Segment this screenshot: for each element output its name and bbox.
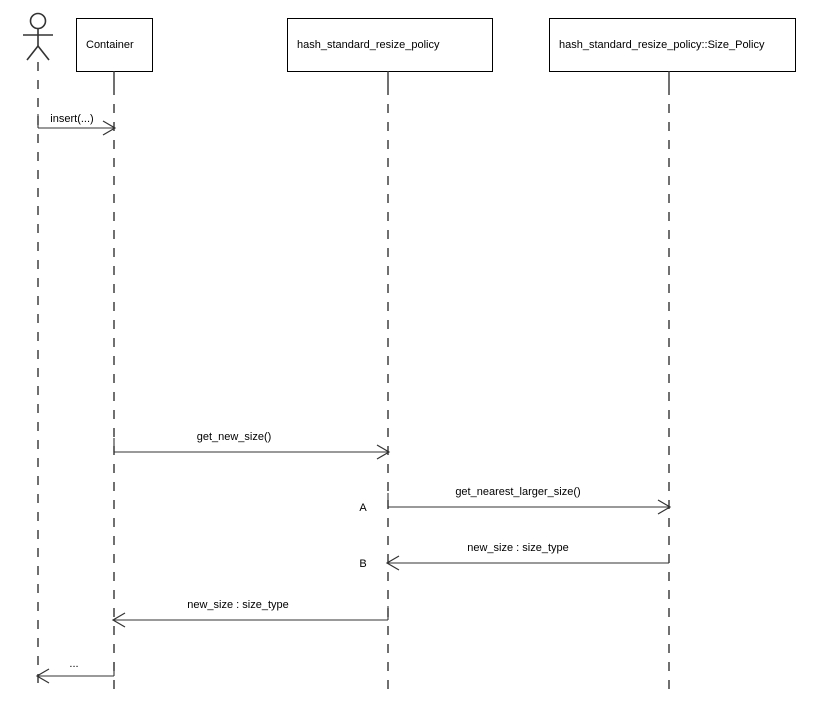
message-insert-label: insert(...)	[50, 113, 93, 125]
message-return-new-size-outer-arrowhead-icon	[111, 612, 126, 628]
participant-box-size-policy[interactable]: hash_standard_resize_policy::Size_Policy	[549, 18, 796, 72]
message-get-nearest-larger-size-arrowhead-icon	[657, 499, 672, 515]
message-marker-a: A	[359, 502, 367, 514]
actor-right-leg-icon	[37, 45, 50, 61]
message-ellipsis-return-arrowhead-icon	[35, 668, 50, 684]
size-policy-box-rect	[549, 18, 796, 72]
actor-head-icon	[29, 12, 47, 30]
message-return-new-size-inner-label: new_size : size_type	[467, 542, 569, 554]
message-insert-arrowhead-icon	[102, 120, 117, 136]
message-return-new-size-inner-arrowhead-icon	[385, 555, 400, 571]
container-box-label: Container	[86, 39, 134, 51]
message-ellipsis-return[interactable]: ...	[35, 658, 115, 684]
message-insert[interactable]: insert(...)	[37, 113, 117, 136]
message-return-new-size-outer-label: new_size : size_type	[187, 599, 289, 611]
message-marker-b: B	[359, 558, 366, 570]
actor-left-leg-icon	[26, 45, 39, 61]
message-get-new-size[interactable]: get_new_size()	[113, 431, 391, 460]
container-box-rect	[76, 18, 153, 72]
message-return-new-size-inner[interactable]: new_size : size_type B	[359, 542, 669, 571]
message-return-new-size-outer[interactable]: new_size : size_type	[111, 599, 389, 628]
resize-policy-box-label: hash_standard_resize_policy	[297, 39, 440, 51]
participant-box-resize-policy[interactable]: hash_standard_resize_policy	[287, 18, 493, 72]
message-ellipsis-return-label: ...	[69, 658, 78, 670]
size-policy-box-label: hash_standard_resize_policy::Size_Policy	[559, 39, 765, 51]
message-get-nearest-larger-size[interactable]: get_nearest_larger_size() A	[359, 486, 672, 515]
participant-box-container[interactable]: Container	[76, 18, 153, 72]
message-get-new-size-arrowhead-icon	[376, 444, 391, 460]
message-get-new-size-label: get_new_size()	[197, 431, 272, 443]
actor-figure[interactable]	[23, 12, 53, 61]
message-get-nearest-larger-size-label: get_nearest_larger_size()	[455, 486, 580, 498]
resize-policy-box-rect	[287, 18, 493, 72]
